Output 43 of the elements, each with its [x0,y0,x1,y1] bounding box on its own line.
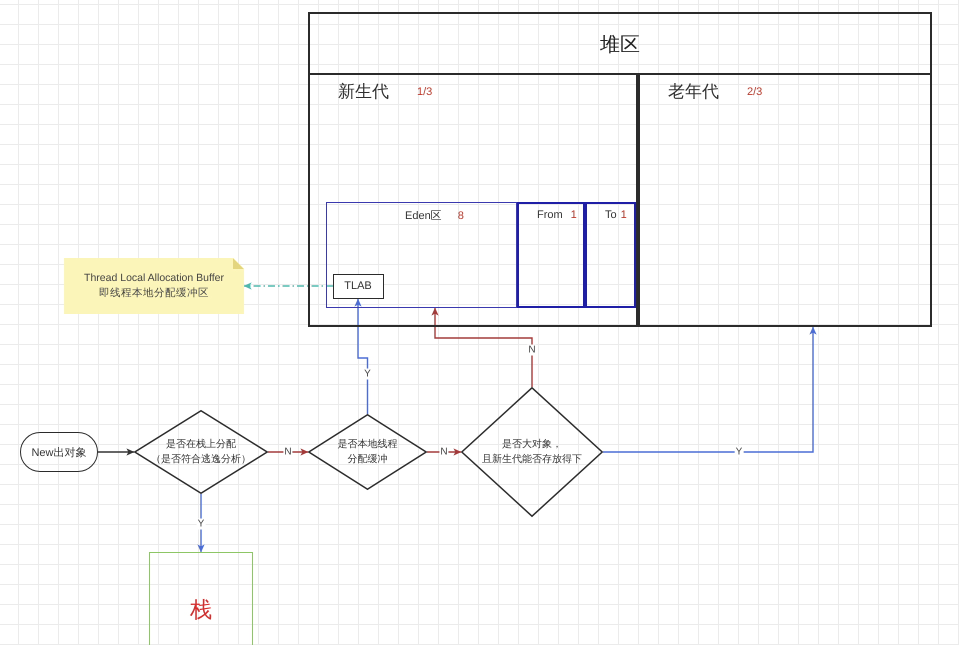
start-terminal [20,432,98,472]
space-label: From [537,209,563,221]
generation-panel [308,73,638,327]
stack-box [149,552,253,645]
box-label: TLAB [344,280,372,292]
flow-arrow [197,494,205,552]
flow-arrow [354,298,368,414]
edge-label: Y [734,446,744,458]
flow-arrow [98,448,134,456]
ratio-label: 1 [570,209,577,221]
space-label: Eden区 [405,209,442,223]
note-card [64,258,244,314]
decision-diamond [134,410,268,494]
decision-diamond [461,387,603,517]
dashed-arrow [244,282,333,290]
edge-label: N [439,446,449,458]
decision-text: 是否本地线程分配缓冲 [336,438,398,467]
area-heading: 堆区 [600,33,640,58]
eden-space-box [326,202,517,308]
edge-label: Y [363,368,372,380]
note-text: Thread Local Allocation Buffer 即线程本地分配缓冲区 [83,271,225,301]
heap-area-box [308,12,932,327]
panel-title: 新生代 [338,81,389,103]
generation-panel [638,73,932,327]
decision-diamond [308,414,427,490]
ratio-label: 1 [620,209,627,221]
space-label: To [605,209,617,221]
terminal-label: New出对象 [31,446,86,460]
ratio-label: 2/3 [747,86,762,98]
survivor-space-box [585,202,636,308]
edge-label: N [527,344,537,356]
tlab-box [332,274,384,298]
panel-title: 老年代 [668,81,719,103]
ratio-label: 1/3 [417,86,432,98]
decision-text: 是否大对象，且新生代能否存放得下 [481,438,583,467]
flow-arrow [431,308,533,387]
stack-label: 栈 [190,597,212,623]
flow-arrow [603,326,817,453]
edge-label: N [283,446,293,458]
decision-text: 是否在栈上分配（是否符合逃逸分析） [150,438,252,467]
survivor-space-box [517,202,585,308]
edge-label: Y [196,518,206,530]
ratio-label: 8 [458,210,464,222]
